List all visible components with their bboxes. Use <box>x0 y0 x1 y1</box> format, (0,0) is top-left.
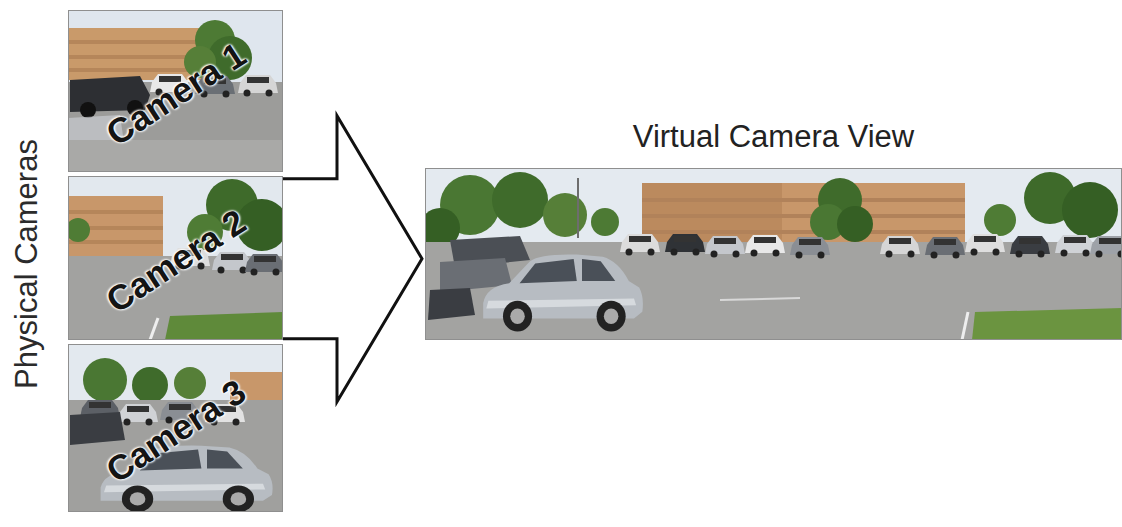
panorama-photo <box>425 168 1122 340</box>
view-heading: Physical Cameras <box>9 139 45 389</box>
virtual-view: Virtual Camera View <box>425 168 1122 340</box>
camera-view: Camera 1 <box>68 10 283 172</box>
camera-photo <box>68 10 283 172</box>
camera-photo <box>68 344 283 512</box>
camera-label: Camera 1 <box>99 34 253 153</box>
view-heading: Virtual Camera View <box>426 119 1121 155</box>
camera-view: Camera 3 <box>68 344 283 512</box>
camera-group: Physical Cameras Camera 1 Camera 2 Camera 3 <box>0 0 283 527</box>
camera-label: Camera 2 <box>99 202 253 321</box>
camera-label: Camera 3 <box>99 372 253 491</box>
camera-view: Camera 2 <box>68 176 283 340</box>
camera-photo <box>68 176 283 340</box>
block-arrow <box>283 116 422 402</box>
